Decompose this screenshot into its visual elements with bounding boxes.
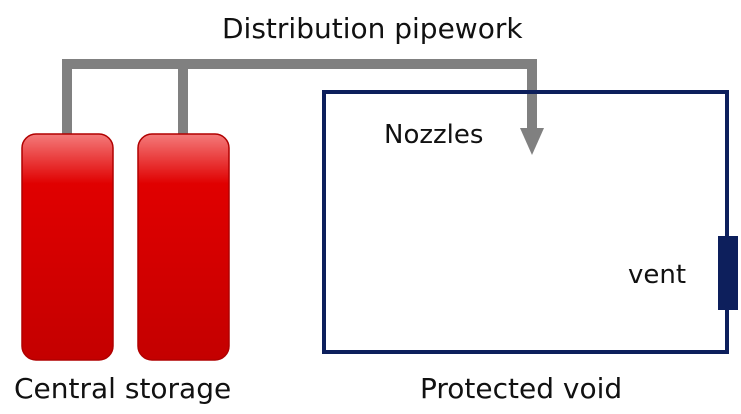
protected-void-enclosure [322, 90, 729, 354]
protected-void-label: Protected void [420, 372, 623, 405]
distribution-pipework [62, 59, 537, 136]
vent-block [718, 236, 738, 310]
nozzles-label: Nozzles [384, 120, 484, 150]
nozzle-arrow-icon [520, 128, 544, 155]
storage-cylinder [137, 133, 230, 361]
central-storage-label: Central storage [14, 372, 232, 405]
vent-label: vent [628, 260, 687, 290]
pipework-label: Distribution pipework [222, 12, 523, 45]
storage-cylinder [21, 133, 114, 361]
